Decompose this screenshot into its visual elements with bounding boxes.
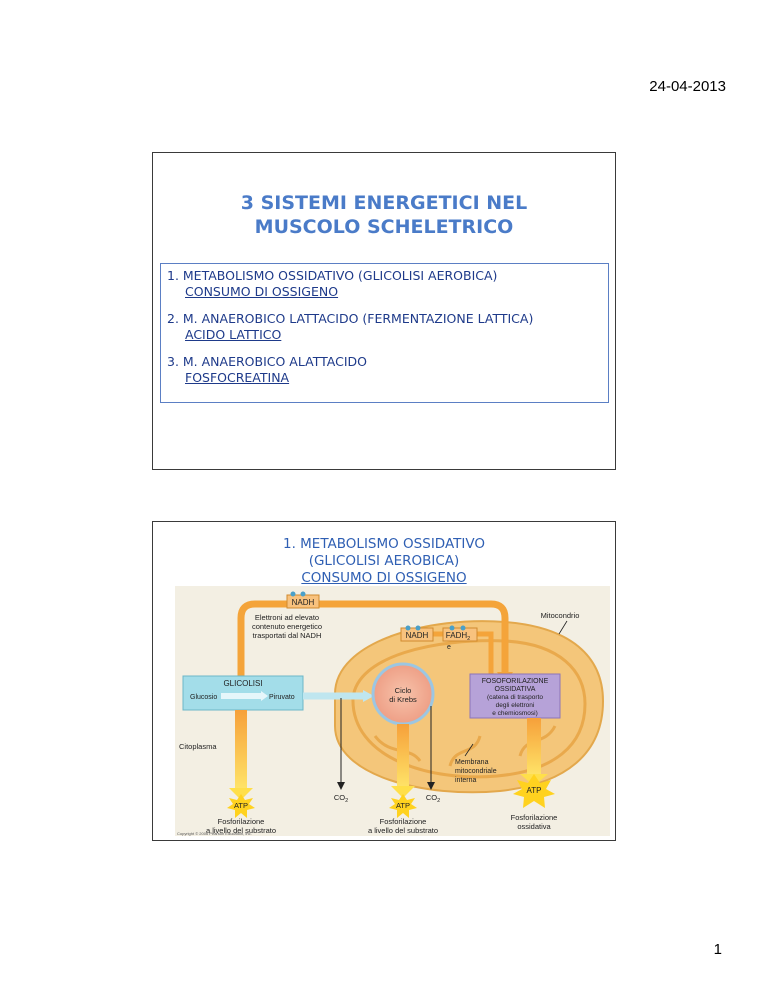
cytoplasm-label: Citoplasma bbox=[179, 742, 217, 751]
substrate-phos-right-line-1: Fosforilazione bbox=[380, 817, 427, 826]
atp-label-glycolysis: ATP bbox=[234, 801, 248, 810]
electron-dot bbox=[405, 625, 411, 631]
membrane-label-line-3: interna bbox=[455, 777, 477, 784]
mitochondrion-label: Mitocondrio bbox=[541, 611, 580, 620]
krebs-atp-arrow bbox=[397, 724, 409, 790]
list-item: 3. M. ANAEROBICO ALATTACIDO FOSFOCREATIN… bbox=[167, 354, 602, 386]
slide-2-title-line-2: (GLICOLISI AEROBICA) bbox=[308, 553, 460, 569]
glycolysis-atp-arrow bbox=[235, 710, 247, 792]
list-item-subtitle: CONSUMO DI OSSIGENO bbox=[185, 284, 339, 299]
membrane-leader bbox=[464, 743, 474, 757]
diagram-canvas: NADH Elettroni ad elevato contenuto ener… bbox=[175, 586, 610, 836]
oxphos-atp-arrow bbox=[527, 718, 541, 778]
list-item: 2. M. ANAEROBICO LATTACIDO (FERMENTAZION… bbox=[167, 311, 602, 343]
slide-2-title-line-3: CONSUMO DI OSSIGENO bbox=[301, 570, 467, 586]
copyright-notice: Copyright © 2006 Pearson Education, Inc. bbox=[177, 831, 252, 836]
co2-arrowhead-left bbox=[337, 782, 345, 790]
krebs-label-line-1: Ciclo bbox=[395, 686, 412, 695]
electrons-label-line-2: contenuto energetico bbox=[252, 622, 322, 631]
fadh2-subscript: 2 bbox=[467, 636, 470, 642]
atp-burst-oxphos bbox=[513, 774, 555, 808]
oxphos-label-line-2: OSSIDATIVA bbox=[495, 686, 536, 693]
oxphos-box bbox=[469, 673, 561, 719]
page-number: 1 bbox=[713, 941, 722, 958]
inner-membrane-shape bbox=[351, 639, 587, 779]
oxidative-phos-line-1: Fosforilazione bbox=[511, 813, 558, 822]
glycolysis-arrowhead bbox=[261, 691, 268, 701]
substrate-phos-left-line-1: Fosforilazione bbox=[218, 817, 265, 826]
list-item: 1. METABOLISMO OSSIDATIVO (GLICOLISI AER… bbox=[167, 268, 602, 300]
header-date: 24-04-2013 bbox=[649, 78, 726, 95]
nadh-mito-label: NADH bbox=[406, 631, 429, 640]
co2-label-right: CO2 bbox=[426, 793, 440, 804]
oxphos-label-line-5: e chemiosmosi) bbox=[492, 710, 538, 717]
slide-2-title: 1. METABOLISMO OSSIDATIVO (GLICOLISI AER… bbox=[153, 536, 615, 587]
atp-label-krebs: ATP bbox=[396, 801, 410, 810]
electron-dot bbox=[415, 625, 421, 631]
co2-subscript-left: 2 bbox=[345, 798, 348, 804]
electron-dot bbox=[460, 625, 466, 631]
oxphos-label-line-3: (catena di trasporto bbox=[487, 694, 543, 701]
atp-burst-krebs bbox=[389, 794, 417, 818]
membrane-label-line-1: Membrana bbox=[455, 759, 489, 766]
oxphos-label-line-1: FOSOFORILAZIONE bbox=[482, 678, 549, 685]
fadh2-box bbox=[442, 627, 478, 642]
fadh2-label: FADH2 bbox=[446, 631, 470, 642]
glycolysis-label: GLICOLISI bbox=[223, 679, 262, 688]
electrons-label-line-3: trasportati dal NADH bbox=[253, 631, 322, 640]
slide-1-title-line-1: 3 SISTEMI ENERGETICI NEL bbox=[240, 192, 528, 214]
co2-subscript-right: 2 bbox=[437, 798, 440, 804]
pyruvate-arrowhead bbox=[363, 690, 374, 702]
nadh-top-label: NADH bbox=[292, 598, 315, 607]
list-item-title: 1. METABOLISMO OSSIDATIVO (GLICOLISI AER… bbox=[167, 268, 498, 283]
slide-1-title-line-2: MUSCOLO SCHELETRICO bbox=[254, 216, 514, 238]
oxphos-label-line-4: degli elettroni bbox=[496, 702, 535, 709]
krebs-atp-arrowhead bbox=[391, 786, 415, 798]
energy-systems-list: 1. METABOLISMO OSSIDATIVO (GLICOLISI AER… bbox=[160, 263, 609, 403]
co2-label-left: CO2 bbox=[334, 793, 348, 804]
aerobic-metabolism-diagram: NADH Elettroni ad elevato contenuto ener… bbox=[175, 586, 610, 836]
substrate-phos-left-line-2: a livello del substrato bbox=[206, 826, 276, 835]
co2-text-right: CO bbox=[426, 793, 437, 802]
slide-1-title: 3 SISTEMI ENERGETICI NEL MUSCOLO SCHELET… bbox=[153, 191, 615, 239]
mitochondrion-leader bbox=[558, 620, 568, 635]
list-item-subtitle: ACIDO LATTICO bbox=[185, 327, 282, 342]
slide-2-title-line-1: 1. METABOLISMO OSSIDATIVO bbox=[282, 536, 485, 552]
electron-symbol: e bbox=[447, 644, 451, 651]
slide-1: 3 SISTEMI ENERGETICI NEL MUSCOLO SCHELET… bbox=[152, 152, 616, 470]
co2-arrowhead-right bbox=[427, 782, 435, 790]
substrate-phos-right-line-2: a livello del substrato bbox=[368, 826, 438, 835]
krebs-label-line-2: di Krebs bbox=[389, 695, 417, 704]
pyruvate-label: Piruvato bbox=[269, 694, 295, 701]
slide-2: 1. METABOLISMO OSSIDATIVO (GLICOLISI AER… bbox=[152, 521, 616, 841]
co2-text-left: CO bbox=[334, 793, 345, 802]
atp-label-oxphos: ATP bbox=[527, 786, 542, 795]
list-item-title: 2. M. ANAEROBICO LATTACIDO (FERMENTAZION… bbox=[167, 311, 534, 326]
atp-burst-glycolysis bbox=[227, 794, 255, 818]
nadh-electron-path bbox=[237, 600, 509, 796]
membrane-label-line-2: mitocondriale bbox=[455, 768, 497, 775]
glucose-label: Glucosio bbox=[190, 694, 217, 701]
electrons-label-line-1: Elettroni ad elevato bbox=[255, 613, 319, 622]
fadh2-text: FADH bbox=[446, 631, 468, 640]
list-item-subtitle: FOSFOCREATINA bbox=[185, 370, 290, 385]
electron-dot bbox=[290, 591, 296, 597]
oxidative-phos-line-2: ossidativa bbox=[517, 822, 551, 831]
list-item-title: 3. M. ANAEROBICO ALATTACIDO bbox=[167, 354, 367, 369]
electron-dot bbox=[449, 625, 455, 631]
electron-dot bbox=[300, 591, 306, 597]
